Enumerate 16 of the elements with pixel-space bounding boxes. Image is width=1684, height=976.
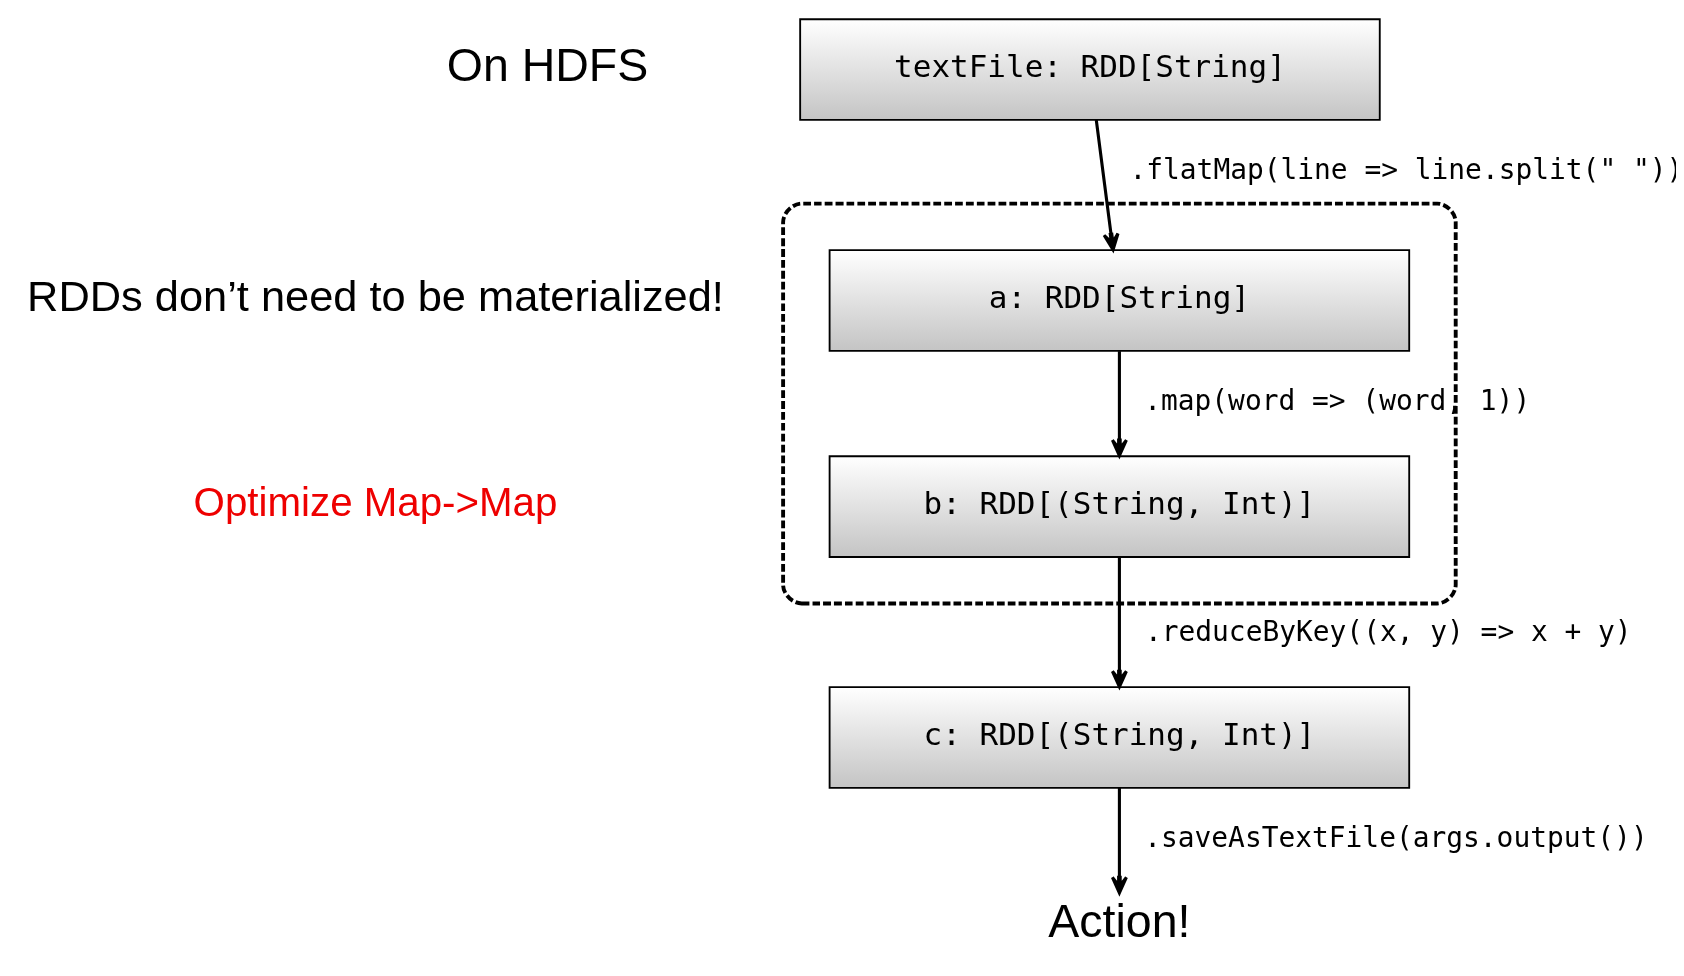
node-box: c: RDD[(String, Int)] (828, 686, 1411, 789)
node-box: b: RDD[(String, Int)] (828, 455, 1411, 558)
arrow (1110, 788, 1128, 895)
arrow (1110, 351, 1128, 458)
arrow (1094, 119, 1120, 252)
label: Optimize Map->Map (193, 480, 558, 526)
label: RDDs don’t need to be materialized! (27, 272, 724, 321)
node-box: a: RDD[String] (828, 249, 1411, 352)
cluster (781, 201, 1458, 606)
node-text: Action! (1048, 894, 1191, 947)
edge-label: .saveAsTextFile(args.output()) (1144, 821, 1648, 855)
node-box: textFile: RDD[String] (799, 18, 1381, 121)
node-label: On HDFS (446, 39, 649, 92)
edge-label: .map(word => (word, 1)) (1144, 384, 1531, 418)
arrow (1110, 557, 1128, 689)
edge-label: .reduceByKey((x, y) => x + y) (1144, 615, 1632, 649)
